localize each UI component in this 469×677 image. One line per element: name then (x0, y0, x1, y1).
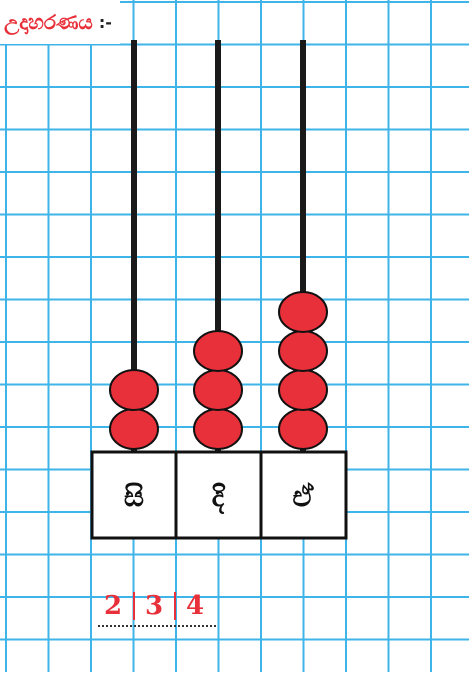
column-label-hundreds: සි (124, 480, 144, 513)
digit-ones: 4 (186, 591, 204, 621)
abacus-bead (193, 408, 243, 450)
place-value-boxes (90, 450, 348, 540)
column-label-ones: ඒ (293, 480, 315, 513)
abacus-bead (109, 408, 159, 450)
abacus-bead (278, 408, 328, 450)
example-title-suffix: :- (98, 12, 112, 32)
abacus-bead (193, 369, 243, 411)
abacus-bead (109, 369, 159, 411)
abacus-beads (109, 291, 328, 450)
place-value-box (259, 450, 348, 540)
place-value-labels: සි දි ඒ (124, 480, 315, 515)
digit-hundreds: 2 (104, 591, 122, 621)
abacus-bead (278, 330, 328, 372)
example-heading: උදාහරණය :- (0, 0, 120, 44)
number-answer: 2 3 4 (98, 591, 216, 627)
abacus-bead (278, 291, 328, 333)
column-label-tens: දි (212, 480, 226, 515)
abacus-bead (278, 369, 328, 411)
digit-tens: 3 (145, 591, 163, 621)
example-title: උදාහරණය (4, 10, 93, 34)
abacus-bead (193, 330, 243, 372)
place-value-box (90, 450, 179, 540)
